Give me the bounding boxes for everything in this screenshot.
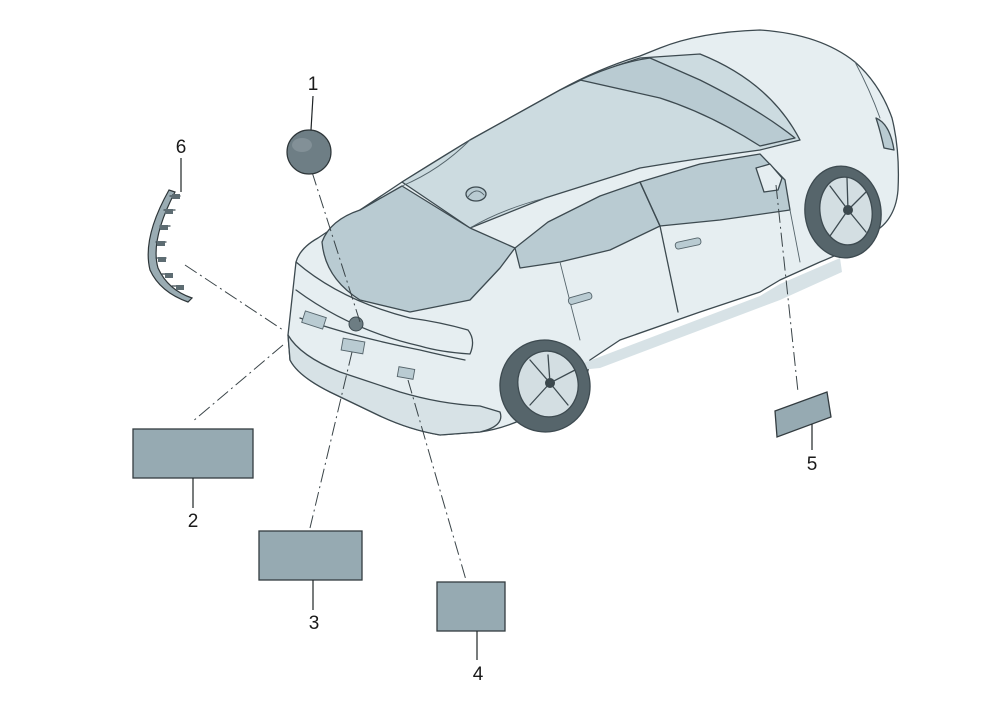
car-illustration xyxy=(287,29,900,436)
part-2-label-plate xyxy=(132,428,254,479)
part-4-label-plate xyxy=(436,581,506,632)
callout-6: 6 xyxy=(176,137,187,158)
part-6-trim-strip xyxy=(147,189,194,303)
reference-lines xyxy=(184,171,799,581)
callout-4: 4 xyxy=(473,664,484,685)
part-5-label-plate xyxy=(774,391,832,438)
rear-wheel xyxy=(499,339,591,433)
callout-1: 1 xyxy=(308,74,319,95)
front-wheel xyxy=(804,165,882,259)
callout-3: 3 xyxy=(309,613,320,634)
leader-lines xyxy=(180,95,813,660)
part-3-label-plate xyxy=(258,530,363,581)
callout-5: 5 xyxy=(807,454,818,475)
callout-2: 2 xyxy=(188,511,199,532)
part-1-emblem xyxy=(286,129,332,175)
